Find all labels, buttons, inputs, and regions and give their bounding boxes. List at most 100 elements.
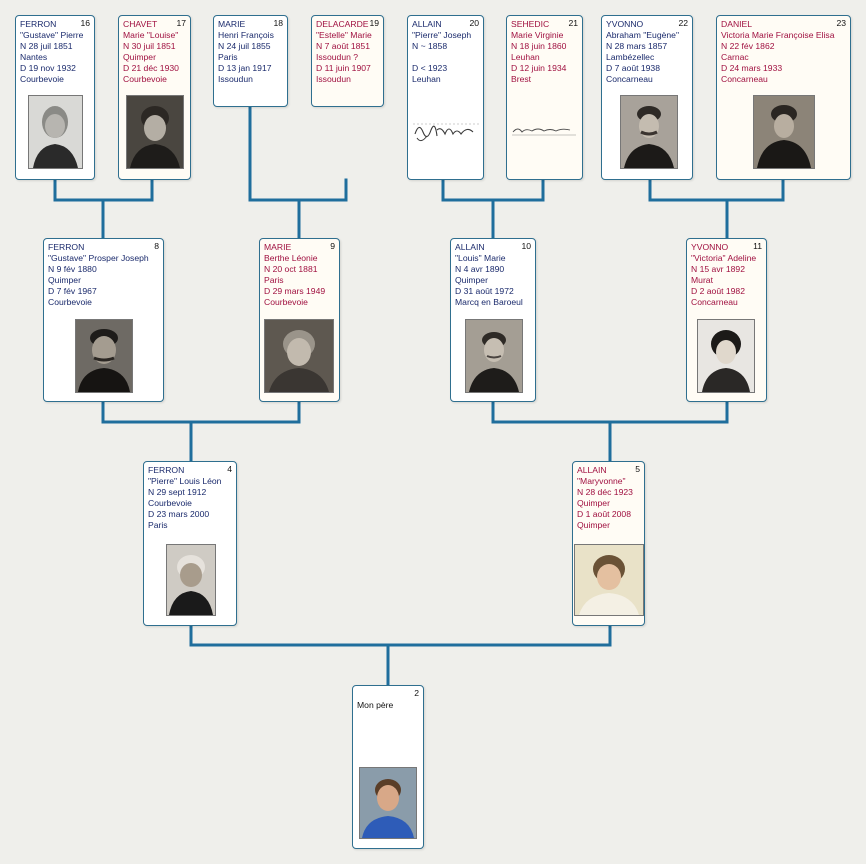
portrait-photo [75, 319, 133, 393]
signature-image [411, 116, 481, 146]
given-names: "Pierre" Louis Léon [148, 476, 222, 486]
death-place: Courbevoie [20, 74, 64, 84]
birth-date: N 24 juil 1855 [218, 41, 271, 51]
given-names: "Pierre" Joseph [412, 30, 472, 40]
connector-20-21 [441, 178, 545, 240]
sosa-number: 10 [521, 241, 531, 251]
surname: MARIE [218, 19, 246, 29]
death-date: D 11 juin 1907 [316, 63, 371, 73]
given-names: Victoria Marie Françoise Elisa [721, 30, 835, 40]
birth-place: Quimper [455, 275, 488, 285]
birth-place [412, 52, 480, 63]
person-card-5[interactable]: 5 ALLAIN "Maryvonne" N 28 déc 1923 Quimp… [572, 461, 645, 626]
given-names: "Gustave" Pierre [20, 30, 84, 40]
birth-date: N 9 fév 1880 [48, 264, 97, 274]
death-place: Concarneau [721, 74, 768, 84]
sosa-number: 21 [568, 18, 578, 28]
sosa-number: 2 [414, 688, 419, 698]
person-card-8[interactable]: 8 FERRON "Gustave" Prosper Joseph N 9 fé… [43, 238, 164, 402]
birth-date: N 7 août 1851 [316, 41, 370, 51]
given-names: "Gustave" Prosper Joseph [48, 253, 149, 263]
portrait-photo [574, 544, 644, 616]
person-card-22[interactable]: 22 YVONNO Abraham "Eugène" N 28 mars 185… [601, 15, 693, 180]
sosa-number: 23 [836, 18, 846, 28]
birth-place: Courbevoie [148, 498, 192, 508]
portrait-photo [166, 544, 216, 616]
sosa-number: 8 [154, 241, 159, 251]
portrait-photo [753, 95, 815, 169]
person-card-21[interactable]: 21 SEHEDIC Marie Virginie N 18 juin 1860… [506, 15, 583, 180]
surname: FERRON [148, 465, 185, 475]
connector-22-23 [648, 178, 785, 240]
connector-10-11 [491, 400, 729, 463]
death-place: Issoudun [316, 74, 351, 84]
person-card-2[interactable]: 2 Mon père [352, 685, 424, 849]
death-place: Issoudun [218, 74, 253, 84]
birth-date: N 15 avr 1892 [691, 264, 745, 274]
person-card-20[interactable]: 20 ALLAIN "Pierre" Joseph N ~ 1858 D < 1… [407, 15, 484, 180]
portrait-photo [264, 319, 334, 393]
birth-place: Nantes [20, 52, 48, 62]
birth-place: Quimper [577, 498, 610, 508]
birth-place: Quimper [48, 275, 81, 285]
birth-place: Leuhan [511, 52, 540, 62]
given-names: "Maryvonne" [577, 476, 626, 486]
surname: DELACARDE [316, 19, 369, 29]
birth-date: N 28 juil 1851 [20, 41, 73, 51]
death-place: Leuhan [412, 74, 441, 84]
given-names: Henri François [218, 30, 274, 40]
person-card-9[interactable]: 9 MARIE Berthe Léonie N 20 oct 1881 Pari… [259, 238, 340, 402]
portrait-photo [697, 319, 755, 393]
birth-place: Issoudun ? [316, 52, 359, 62]
birth-date: N 29 sept 1912 [148, 487, 207, 497]
surname: ALLAIN [455, 242, 485, 252]
portrait-photo [620, 95, 678, 169]
person-card-4[interactable]: 4 FERRON "Pierre" Louis Léon N 29 sept 1… [143, 461, 237, 626]
death-date: D < 1923 [412, 63, 448, 73]
connector-8-9 [101, 400, 301, 463]
person-card-23[interactable]: 23 DANIEL Victoria Marie Françoise Elisa… [716, 15, 851, 180]
person-card-19[interactable]: 19 DELACARDE "Estelle" Marie N 7 août 18… [311, 15, 384, 107]
portrait-photo [28, 95, 83, 169]
birth-date: N 20 oct 1881 [264, 264, 318, 274]
person-card-10[interactable]: 10 ALLAIN "Louis" Marie N 4 avr 1890 Qui… [450, 238, 536, 402]
surname: YVONNO [606, 19, 644, 29]
birth-date: N 30 juil 1851 [123, 41, 176, 51]
given-names: Marie "Louise" [123, 30, 179, 40]
death-date: D 7 fév 1967 [48, 286, 97, 296]
birth-date: N 4 avr 1890 [455, 264, 505, 274]
birth-place: Lambézellec [606, 52, 655, 62]
death-date: D 12 juin 1934 [511, 63, 567, 73]
sosa-number: 11 [753, 241, 762, 251]
person-card-17[interactable]: 17 CHAVET Marie "Louise" N 30 juil 1851 … [118, 15, 191, 180]
birth-date: N 18 juin 1860 [511, 41, 567, 51]
given-names: "Victoria" Adeline [691, 253, 757, 263]
person-label: Mon père [357, 700, 394, 710]
death-place: Quimper [577, 520, 610, 530]
surname: YVONNO [691, 242, 729, 252]
birth-place: Quimper [123, 52, 156, 62]
birth-date: N 28 mars 1857 [606, 41, 668, 51]
birth-date: N 28 déc 1923 [577, 487, 633, 497]
sosa-number: 9 [330, 241, 335, 251]
portrait-photo [126, 95, 184, 169]
sosa-number: 19 [369, 18, 379, 28]
death-date: D 29 mars 1949 [264, 286, 326, 296]
death-date: D 2 août 1982 [691, 286, 745, 296]
connector-18-19 [248, 105, 348, 240]
death-place: Concarneau [691, 297, 738, 307]
person-card-11[interactable]: 11 YVONNO "Victoria" Adeline N 15 avr 18… [686, 238, 767, 402]
death-place: Courbevoie [123, 74, 167, 84]
person-card-16[interactable]: 16 FERRON "Gustave" Pierre N 28 juil 185… [15, 15, 95, 180]
death-place: Concarneau [606, 74, 653, 84]
death-date: D 24 mars 1933 [721, 63, 783, 73]
person-card-18[interactable]: 18 MARIE Henri François N 24 juil 1855 P… [213, 15, 288, 107]
sosa-number: 22 [678, 18, 688, 28]
surname: SEHEDIC [511, 19, 550, 29]
surname: CHAVET [123, 19, 158, 29]
sosa-number: 4 [227, 464, 232, 474]
signature-image [510, 120, 578, 140]
death-place: Paris [148, 520, 168, 530]
sosa-number: 5 [635, 464, 640, 474]
